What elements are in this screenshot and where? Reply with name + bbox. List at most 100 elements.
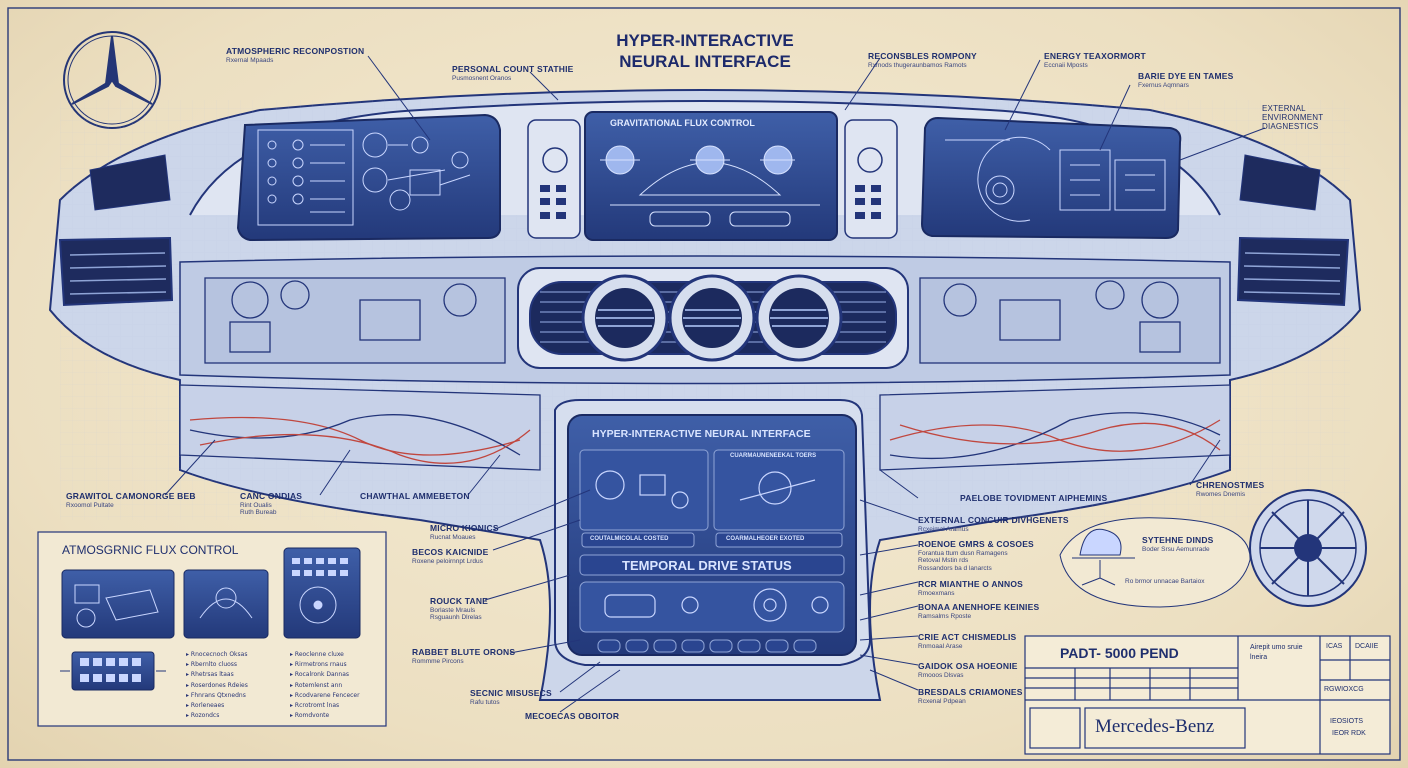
wheel-icon xyxy=(1249,489,1367,607)
list-item: Reoclenne cluxe xyxy=(290,650,360,660)
callout-main: RABBET BLUTE ORONS xyxy=(412,647,516,657)
callout-sub: Rommme Pircons xyxy=(412,657,464,665)
callout-main: CHRENOSTMES xyxy=(1196,480,1265,490)
list-item: Rozondcs xyxy=(186,711,248,721)
title-block-notes: Airepit umo sruie lneira xyxy=(1250,644,1303,661)
title-block-cell-c: RGWIOXCG xyxy=(1324,686,1364,693)
callout-sub-2: Ro brmor unnacae Bartaiox xyxy=(1125,578,1205,585)
callout-sub: Borlaste Mrauls xyxy=(430,606,476,614)
center-display[interactable] xyxy=(527,111,898,241)
center-vent-icon xyxy=(517,267,909,369)
callout-main: BECOS KAICNIDE xyxy=(412,547,489,557)
callout-sub: Pusmosnent Oranos xyxy=(452,74,512,82)
callout-sub: Rint Oualis xyxy=(240,501,272,509)
callout-main: SYTEHNE DINDS xyxy=(1142,535,1214,545)
title-block-cell-b: DCAIIE xyxy=(1355,643,1379,650)
list-item: Romdvonte xyxy=(290,711,360,721)
callout-sub: Ramsalms Rposte xyxy=(918,612,972,620)
callout-main: CHAWTHAL AMMEBETON xyxy=(360,491,470,501)
title-block xyxy=(1024,635,1391,755)
title-block-code-2: IEOR RDK xyxy=(1332,730,1366,737)
left-display[interactable] xyxy=(236,113,501,242)
left-vent-icon xyxy=(58,154,174,307)
synthetic-mind-detail xyxy=(1059,517,1251,608)
callout-sub: Boder Srsu Aemunrade xyxy=(1142,545,1210,553)
list-item: Rcodvarene Fencecer xyxy=(290,691,360,701)
callout-paelobe: PAELOBE TOVIDMENT AIPHEMINS xyxy=(960,493,1108,504)
callout-line-3: DIAGNESTICS xyxy=(1262,122,1319,132)
legend-list-b: Reoclenne cluxe Rirmetrons rnaus Rocalro… xyxy=(290,650,360,721)
callout-sub: Rucnat Moaues xyxy=(430,533,476,541)
title-line-2: NEURAL INTERFACE xyxy=(619,52,791,71)
callout-sub: Rafu tutos xyxy=(470,698,500,706)
panel-title: ATMOSGRNIC FLUX CONTROL xyxy=(62,543,239,557)
console-sub-1: CUARMAUNENEEKAL TOERS xyxy=(730,453,817,459)
list-item: Rotemlenst ann xyxy=(290,681,360,691)
leader-lines xyxy=(164,55,1266,713)
callout-sub-2: Rsguaunh Dlrelas xyxy=(430,614,482,622)
callout-main: CRIE ACT CHISMEDLIS xyxy=(918,632,1017,642)
list-item: Rorleneaes xyxy=(186,701,248,711)
right-display[interactable] xyxy=(920,116,1182,240)
callout-main: RECONSBLES ROMPONY xyxy=(868,51,977,61)
callout-sub-3: Rossandors ba d lanarcts xyxy=(918,564,992,572)
callout-main: GRAWITOL CAMONORGE BEB xyxy=(66,491,196,501)
part-number: PADT- 5000 PEND xyxy=(1060,645,1179,661)
callout-line-2: ENVIRONMENT xyxy=(1262,113,1324,123)
callout-sub: Forantua ttum dusn Ramagens xyxy=(918,549,1008,557)
wiring-bay xyxy=(179,384,1231,471)
callout-line-1: EXTERNAL xyxy=(1262,104,1306,113)
list-item: Rnocecnoch Oksas xyxy=(186,650,248,660)
right-vent-icon xyxy=(1236,154,1350,307)
callout-main: MECOECAS OBOITOR xyxy=(525,711,620,721)
title-block-cell-a: ICAS xyxy=(1326,643,1343,650)
callout-mecoecas: MECOECAS OBOITOR xyxy=(525,711,620,722)
callout-sub: Rwomes Dnemis xyxy=(1196,490,1246,498)
dashboard-body xyxy=(48,89,1362,701)
list-item: Rocalronk Dannas xyxy=(290,670,360,680)
console-sub-3: COARMALHEOER EXOTED xyxy=(726,536,805,542)
title-line-1: HYPER-INTERACTIVE xyxy=(616,31,794,50)
callout-main: ATMOSPHERIC RECONPOSTION xyxy=(226,46,365,56)
page-title: HYPER-INTERACTIVE NEURAL INTERFACE xyxy=(560,30,850,72)
callout-main: ROENOE GMRS & COSOES xyxy=(918,539,1034,549)
mercedes-star-icon xyxy=(63,31,161,129)
callout-sub: Rnmoaal Arase xyxy=(918,642,963,650)
title-block-code-1: IEOSIOTS xyxy=(1330,718,1364,725)
callout-sub: Roxene peloirnnpt Lrdus xyxy=(412,557,483,565)
console-title: HYPER-INTERACTIVE NEURAL INTERFACE xyxy=(592,428,811,440)
callout-main: GAIDOK OSA HOEONIE xyxy=(918,661,1018,671)
list-item: Rirmetrons rnaus xyxy=(290,660,360,670)
callout-sub: Rcxeimal Aramus xyxy=(918,525,969,533)
list-item: Rcrotromt lnas xyxy=(290,701,360,711)
callout-sub: Rcxenal Pdpean xyxy=(918,697,966,705)
callout-sub: Rxmods thugeraunbamos Ramots xyxy=(868,61,967,69)
legend-list-a: Rnocecnoch Oksas Rbernlto cluoss Rhetrsa… xyxy=(186,650,248,721)
callout-sub-2: Ruth Bureab xyxy=(240,509,277,517)
brand-name: Mercedes-Benz xyxy=(1095,716,1215,737)
callout-main: PAELOBE TOVIDMENT AIPHEMINS xyxy=(960,493,1108,503)
callout-sub: Eccnaii Mposts xyxy=(1044,61,1088,69)
callout-main: BARIE DYE EN TAMES xyxy=(1138,71,1234,81)
callout-main: BONAA ANENHOFE KEINIES xyxy=(918,602,1040,612)
